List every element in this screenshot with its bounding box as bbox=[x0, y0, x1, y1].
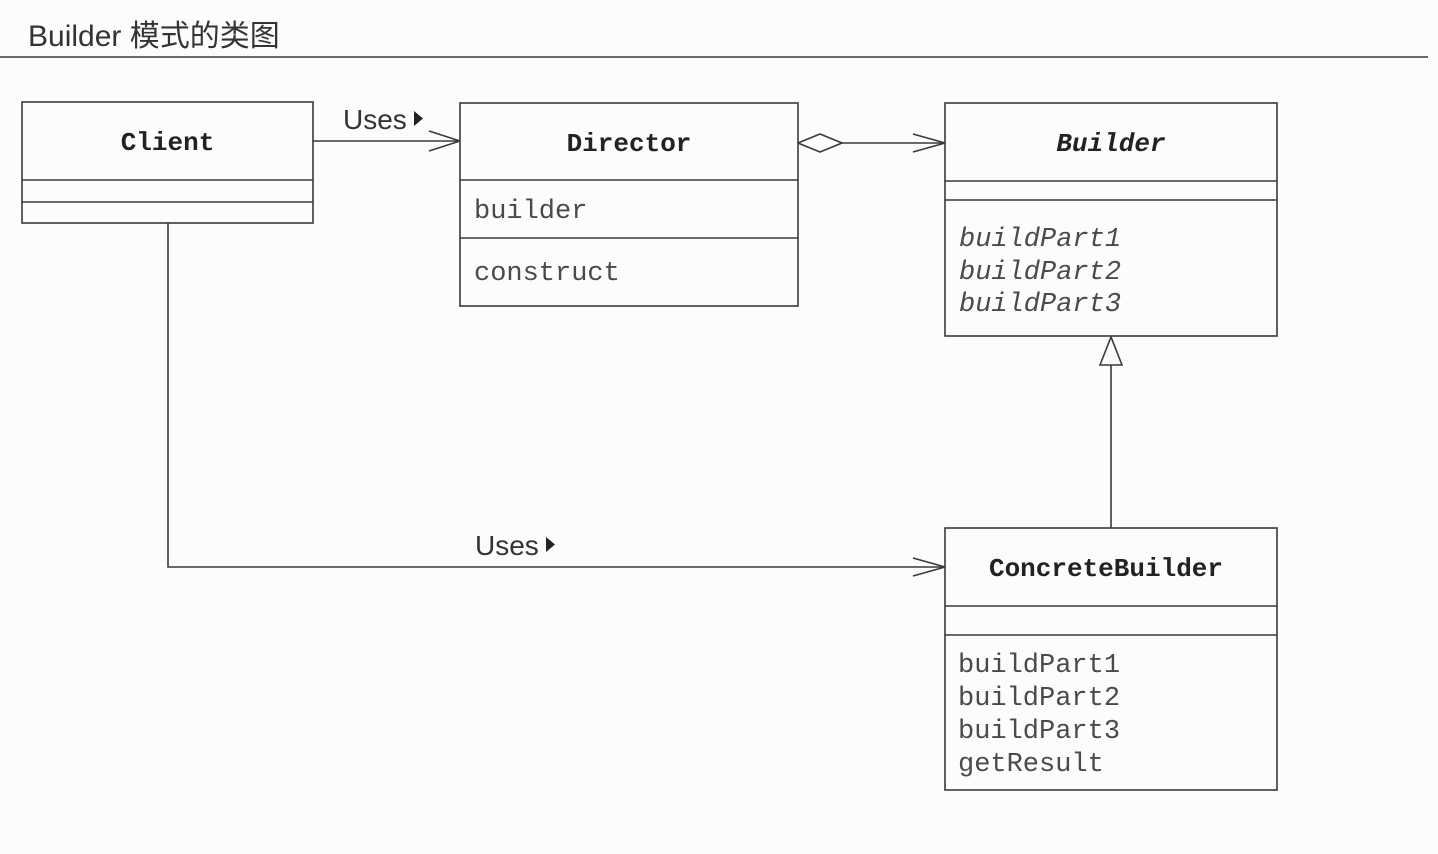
class-frame bbox=[944, 102, 1278, 337]
direction-triangle-icon bbox=[414, 111, 423, 126]
class-method: construct bbox=[474, 259, 620, 289]
class-box-director: Director builder construct bbox=[459, 102, 799, 307]
class-frame bbox=[21, 101, 314, 224]
page-title: Builder 模式的类图 bbox=[28, 20, 280, 53]
class-box-builder: Builder buildPart1 buildPart2 buildPart3 bbox=[944, 102, 1278, 337]
relation-label: Uses bbox=[475, 530, 539, 561]
association-line bbox=[167, 223, 945, 568]
class-method: buildPart2 bbox=[958, 684, 1120, 714]
class-name: Builder bbox=[1056, 129, 1166, 159]
relation-concretebuilder-builder bbox=[1098, 334, 1124, 528]
class-method: buildPart2 bbox=[959, 258, 1121, 288]
direction-triangle-icon bbox=[546, 537, 555, 552]
class-method: buildPart1 bbox=[959, 225, 1121, 255]
class-attribute: builder bbox=[474, 197, 587, 227]
class-frame bbox=[459, 102, 799, 307]
class-method: getResult bbox=[958, 750, 1104, 780]
class-method: buildPart3 bbox=[958, 717, 1120, 747]
relation-client-concretebuilder: Uses bbox=[167, 223, 948, 577]
relation-director-builder bbox=[795, 133, 948, 153]
class-box-client: Client bbox=[21, 101, 314, 224]
hollow-triangle-icon bbox=[1098, 334, 1124, 366]
class-frame bbox=[944, 527, 1278, 791]
class-method: buildPart3 bbox=[959, 290, 1121, 320]
class-method: buildPart1 bbox=[958, 651, 1120, 681]
hollow-diamond-icon bbox=[795, 133, 845, 153]
class-box-concretebuilder: ConcreteBuilder buildPart1 buildPart2 bu… bbox=[944, 527, 1278, 791]
relation-label: Uses bbox=[343, 104, 407, 135]
class-name: Client bbox=[121, 128, 215, 158]
class-name: Director bbox=[567, 129, 692, 159]
relation-client-director: Uses bbox=[313, 104, 463, 152]
class-name: ConcreteBuilder bbox=[989, 554, 1223, 584]
